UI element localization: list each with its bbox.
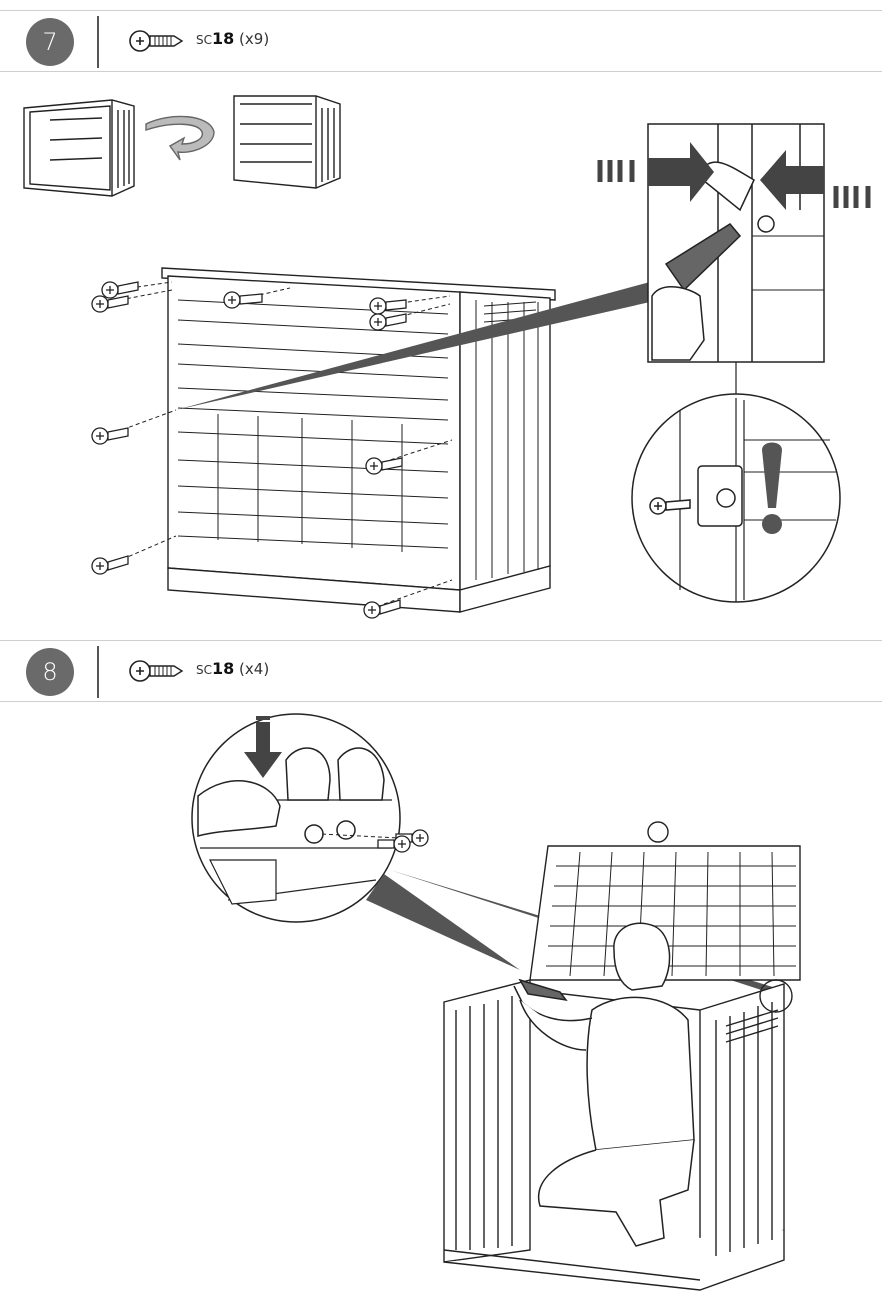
step-number-badge: 7 — [26, 18, 74, 66]
press-arrow-left-icon — [648, 142, 714, 202]
screw-icon — [91, 555, 129, 575]
step-7-illustration — [23, 95, 871, 619]
part-prefix: SC — [196, 33, 212, 47]
screw-leaders — [115, 281, 453, 605]
screw-icon — [223, 291, 263, 309]
part-code: SC18 (x4) — [196, 659, 269, 678]
header-divider — [97, 646, 99, 698]
part-prefix: SC — [196, 663, 212, 677]
hinge-detail-circle — [191, 713, 401, 923]
part-code: SC18 (x9) — [196, 29, 269, 48]
open-shed-assembly — [443, 821, 801, 1291]
shed-back-view — [161, 267, 556, 613]
exclamation-icon — [762, 442, 782, 534]
screw-icon — [369, 313, 407, 331]
header-rule-top — [0, 640, 882, 641]
part-number: 18 — [212, 29, 235, 48]
screw-icon — [365, 457, 403, 475]
screw-icon — [377, 835, 411, 853]
push-down-arrow-icon — [244, 726, 282, 778]
screw-icon — [369, 297, 407, 315]
rotate-arrow-icon — [145, 115, 215, 161]
drill-icon — [664, 223, 742, 292]
callout-beam — [176, 282, 650, 410]
screw-icon — [129, 660, 184, 682]
step-number-badge: 8 — [26, 648, 74, 696]
part-quantity: (x4) — [239, 660, 270, 678]
screw-icon — [101, 281, 139, 299]
header-divider — [97, 16, 99, 68]
shed-thumbnail-front — [23, 99, 135, 197]
step-7-header: 7 SC18 (x9) — [0, 10, 882, 72]
part-quantity: (x9) — [239, 30, 270, 48]
screw-icon — [91, 427, 129, 445]
part-number: 18 — [212, 659, 235, 678]
caution-detail-circle — [631, 393, 841, 603]
callout-beam — [366, 874, 520, 970]
shed-thumbnail-back — [233, 95, 341, 189]
person-figure — [513, 922, 695, 1247]
step-8-illustration — [191, 713, 801, 1291]
header-rule-top — [0, 10, 882, 11]
press-arrow-right-icon — [760, 150, 824, 210]
press-dashes-left — [597, 160, 635, 182]
screw-icons — [377, 829, 429, 853]
screw-icon — [91, 295, 129, 313]
header-rule-bottom — [0, 71, 882, 72]
screw-icons — [91, 281, 407, 619]
step-8-header: 8 SC18 (x4) — [0, 640, 882, 702]
header-rule-bottom — [0, 701, 882, 702]
drill-detail-box — [647, 123, 825, 363]
press-dashes-right — [833, 186, 871, 208]
screw-icon — [129, 30, 184, 52]
push-dashes — [256, 716, 270, 726]
screw-icon — [363, 599, 401, 619]
